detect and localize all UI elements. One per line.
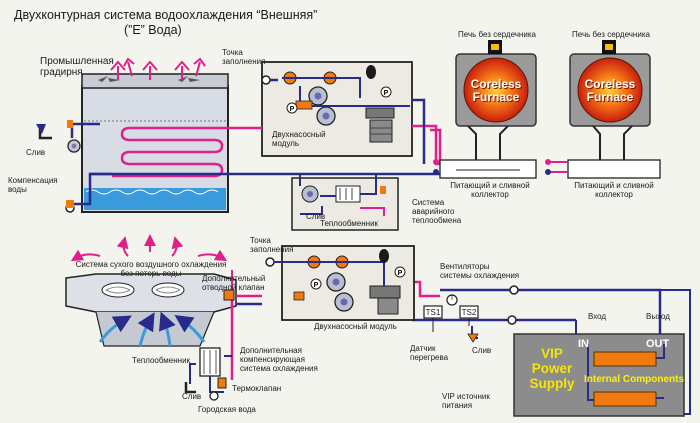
extra-system-label: Дополнительная компенсирующая система ох… [240, 346, 318, 373]
bottom-heat-exchanger [184, 347, 232, 401]
dry-cooler-intake [98, 311, 206, 347]
fill-point-bottom-label: Точка заполнения [250, 236, 294, 254]
manifold-1 [433, 119, 537, 179]
fill-point-top [261, 75, 271, 85]
diagram-title: Двухконтурная система водоохлаждения “Вн… [14, 8, 318, 22]
pump-module-top-label: Двухнасосный модуль [272, 130, 326, 148]
inlet-label: Вход [588, 312, 607, 321]
dry-cooler-label: Система сухого воздушного охлаждения без… [75, 260, 227, 278]
hot-line-bottom [230, 280, 440, 380]
fill-point-bottom [265, 257, 282, 267]
heat-exchanger-bottom-label: Теплообменник [132, 356, 191, 365]
furnace1-title: Печь без сердечника [458, 30, 536, 39]
diagram-subtitle: (”E” Вода) [124, 23, 182, 37]
cooling-tower [81, 73, 229, 213]
sensors [423, 294, 479, 343]
ts2-label: TS2 [461, 308, 477, 317]
extra-bypass-valve [223, 270, 235, 301]
furnace-2 [569, 40, 651, 127]
pressure-gauge-label: P [314, 282, 319, 289]
cooling-tower-label: Промышленная градирня [40, 56, 114, 78]
extra-valve-label: Дополнительный отводной клапан [202, 274, 266, 292]
cold-line-bottom [236, 288, 662, 340]
tower-drain [36, 120, 100, 140]
flow-circles [507, 285, 519, 325]
vip-power-supply [513, 333, 685, 417]
cold-line-top [90, 98, 466, 176]
outlet-label: Выход [646, 312, 670, 321]
drain-bottom-label: Слив [182, 392, 202, 401]
thermovalve-label: Термоклапан [232, 384, 282, 393]
manifold2-label: Питающий и сливной коллектор [574, 181, 654, 199]
t-sensor-label: T [449, 295, 455, 302]
overheat-sensor-label: Датчик перегрева [410, 344, 449, 362]
emergency-system-label: Система аварийного теплообмена [412, 198, 462, 225]
emergency-system [291, 174, 399, 231]
city-water-label: Городская вода [198, 405, 256, 414]
drain2-bottom-label: Слив [472, 346, 492, 355]
pump-module-top: P P [261, 61, 413, 157]
makeup-water-label: Компенсация воды [8, 176, 58, 194]
internal-components-label: Internal Components [584, 374, 685, 385]
tower-outlet-pump [67, 139, 81, 153]
in-label: IN [578, 338, 589, 350]
exhaust-arrows [110, 57, 206, 80]
pump-module-bottom-label: Двухнасосный модуль [314, 322, 397, 331]
drain2-top-label: Слив [306, 212, 326, 221]
pressure-gauge-label: P [290, 106, 295, 113]
fill-point-top-label: Точка заполнения [222, 48, 266, 66]
dry-cooler-exhaust [70, 234, 228, 262]
tower-coil [112, 126, 230, 178]
manifold-2 [545, 119, 661, 179]
furnace2-title: Печь без сердечника [572, 30, 650, 39]
fans-label: Вентиляторы системы охлаждения [440, 262, 520, 280]
pressure-gauge-label: P [398, 270, 403, 277]
pump-module-bottom: P P [281, 245, 415, 321]
vip-text: VIP Power Supply [529, 346, 575, 391]
furnace1-text: Coreless Furnace [470, 77, 522, 104]
vip-source-label: VIP источник питания [442, 392, 490, 410]
heat-exchanger-top-label: Теплообменник [320, 219, 379, 228]
manifold1-label: Питающий и сливной коллектор [450, 181, 530, 199]
furnace2-text: Coreless Furnace [584, 77, 636, 104]
drain-label: Слив [26, 148, 46, 157]
pressure-gauge-label: P [384, 90, 389, 97]
ts1-label: TS1 [425, 308, 441, 317]
furnace-1 [455, 40, 537, 127]
out-label: OUT [646, 338, 670, 350]
